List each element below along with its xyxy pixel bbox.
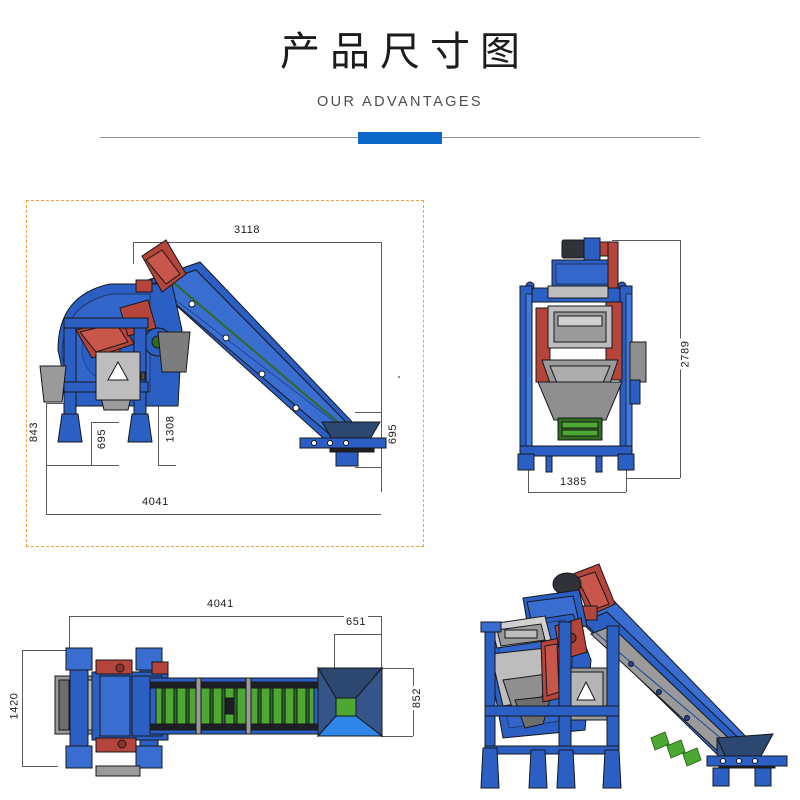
dim-ext-line	[355, 412, 381, 413]
header-divider	[100, 132, 700, 144]
page-title: 产品尺寸图	[280, 30, 530, 74]
perspective-machine-graphic	[480, 563, 788, 789]
side-elevation-machine-graphic	[517, 237, 647, 473]
side-elevation-view: 2789 1385	[480, 220, 800, 520]
dim-label-1385: 1385	[558, 476, 589, 488]
dim-ext-line	[381, 242, 382, 492]
dim-ext-line	[355, 467, 381, 468]
dim-line-3118	[133, 242, 381, 243]
front-elevation-view: 3118 4041 843 695 1308 695	[0, 180, 440, 547]
dim-line-843	[46, 403, 47, 465]
dim-ext-line	[46, 465, 94, 466]
dimension-drawing-sheet: 3118 4041 843 695 1308 695	[0, 180, 800, 800]
dim-ext-line	[22, 766, 58, 767]
dim-line-4041-plan	[69, 616, 382, 617]
dim-ext-line	[91, 465, 119, 466]
dim-line-1420	[22, 650, 23, 766]
dim-ext-line	[612, 240, 680, 241]
dim-label-4041-plan: 4041	[205, 598, 236, 610]
dim-line-4041	[46, 514, 381, 515]
dim-ext-line	[22, 650, 69, 651]
dim-ext-line	[334, 634, 335, 668]
dim-label-651: 651	[344, 616, 369, 628]
dim-label-4041: 4041	[140, 496, 171, 508]
dim-ext-line	[46, 450, 47, 515]
dim-ext-line	[528, 470, 529, 492]
dim-ext-line	[46, 403, 76, 404]
dim-ext-line	[381, 668, 413, 669]
page-subtitle: OUR ADVANTAGES	[316, 94, 483, 110]
dim-ext-line	[626, 470, 627, 492]
dim-ext-line	[133, 242, 134, 264]
dim-line-695-left	[91, 422, 92, 465]
dim-ext-line	[69, 616, 70, 650]
dim-ext-line	[158, 465, 176, 466]
dim-line-651	[334, 634, 382, 635]
view-boundary-box	[26, 200, 424, 547]
page-header: 产品尺寸图 OUR ADVANTAGES	[0, 0, 800, 144]
dim-label-3118: 3118	[232, 224, 263, 236]
corner-dot-marker	[398, 376, 400, 378]
dim-ext-line	[91, 422, 119, 423]
front-elevation-machine-graphic	[39, 239, 387, 467]
dim-ext-line	[381, 616, 382, 668]
divider-accent-bar	[358, 132, 442, 144]
perspective-3d-view	[455, 560, 800, 800]
plan-view-machine-graphic	[54, 647, 384, 777]
plan-top-view: 4041 651 1420 852	[0, 580, 440, 800]
dim-ext-line	[381, 736, 413, 737]
dim-ext-line	[626, 478, 680, 479]
dim-line-1308	[158, 398, 159, 465]
dim-line-1385	[528, 492, 626, 493]
